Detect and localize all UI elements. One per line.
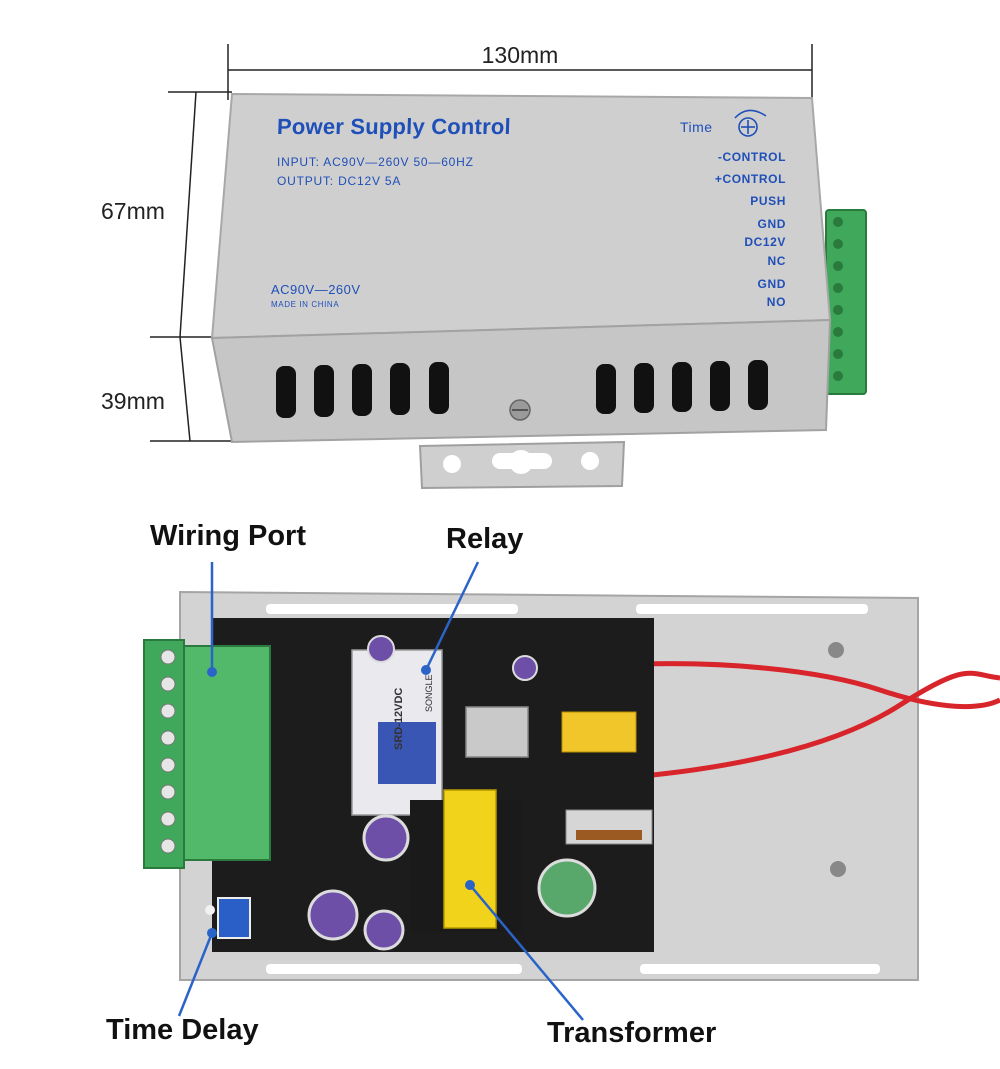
enclosure-front-face <box>210 318 832 444</box>
relay-component <box>351 649 443 816</box>
terminal-label: NO <box>766 294 786 309</box>
device-time-label: Time <box>680 119 713 135</box>
device-input-spec: INPUT: AC90V—260V 50—60HZ <box>277 155 474 169</box>
tray-slot <box>266 604 518 614</box>
height-dimension-line <box>150 91 235 442</box>
terminal-label: -CONTROL <box>717 150 786 164</box>
time-delay-potentiometer <box>205 897 251 939</box>
wiring-port-terminal <box>143 639 271 869</box>
device-title: Power Supply Control <box>276 114 512 139</box>
callout-relay: Relay <box>446 523 524 555</box>
tray-hole <box>830 861 846 877</box>
terminal-label: NC <box>767 254 786 269</box>
callout-leader-lines <box>177 561 584 1021</box>
red-wires <box>619 661 1000 781</box>
callout-wiring-port: Wiring Port <box>150 520 307 552</box>
relay-model-marking: SRD-12VDC <box>393 688 405 750</box>
device-voltage: AC90V—260V <box>271 282 361 297</box>
tray-slot <box>266 964 522 974</box>
pcb-photo: SONGLE SRD-12VDC <box>143 561 1000 1021</box>
terminal-labels: -CONTROL +CONTROL PUSH GND DC12V NC GND … <box>660 146 786 309</box>
time-knob-icon <box>734 109 767 137</box>
width-dimension-line <box>227 44 813 100</box>
front-screw <box>509 399 531 421</box>
terminal-label: GND <box>757 276 786 291</box>
callout-time-delay: Time Delay <box>106 1014 259 1046</box>
electrolytic-capacitors <box>307 635 597 951</box>
tray-slot <box>640 964 880 974</box>
device-made-in: MADE IN CHINA <box>271 300 340 309</box>
terminal-label: PUSH <box>750 194 786 209</box>
tray-slot <box>636 604 868 614</box>
vent-slots <box>276 360 768 418</box>
side-terminal-block <box>825 209 867 395</box>
callout-transformer: Transformer <box>547 1017 717 1049</box>
terminal-label: +CONTROL <box>714 172 786 187</box>
height-upper-dimension-label: 67mm <box>101 198 165 224</box>
tray-hole <box>828 642 844 658</box>
terminal-label: GND <box>757 216 786 231</box>
enclosure-photo <box>150 44 867 490</box>
mounting-bracket <box>418 440 626 490</box>
inductor-coil <box>565 809 653 845</box>
terminal-label: DC12V <box>744 234 786 249</box>
relay-brand-marking: SONGLE <box>424 674 434 712</box>
width-dimension-label: 130mm <box>481 42 559 68</box>
transformer-component <box>410 789 522 932</box>
callout-anchor-dots <box>207 665 475 938</box>
device-output-spec: OUTPUT: DC12V 5A <box>277 174 402 188</box>
height-lower-dimension-label: 39mm <box>101 388 165 414</box>
x-capacitor <box>561 711 637 753</box>
metal-shield <box>465 706 529 758</box>
